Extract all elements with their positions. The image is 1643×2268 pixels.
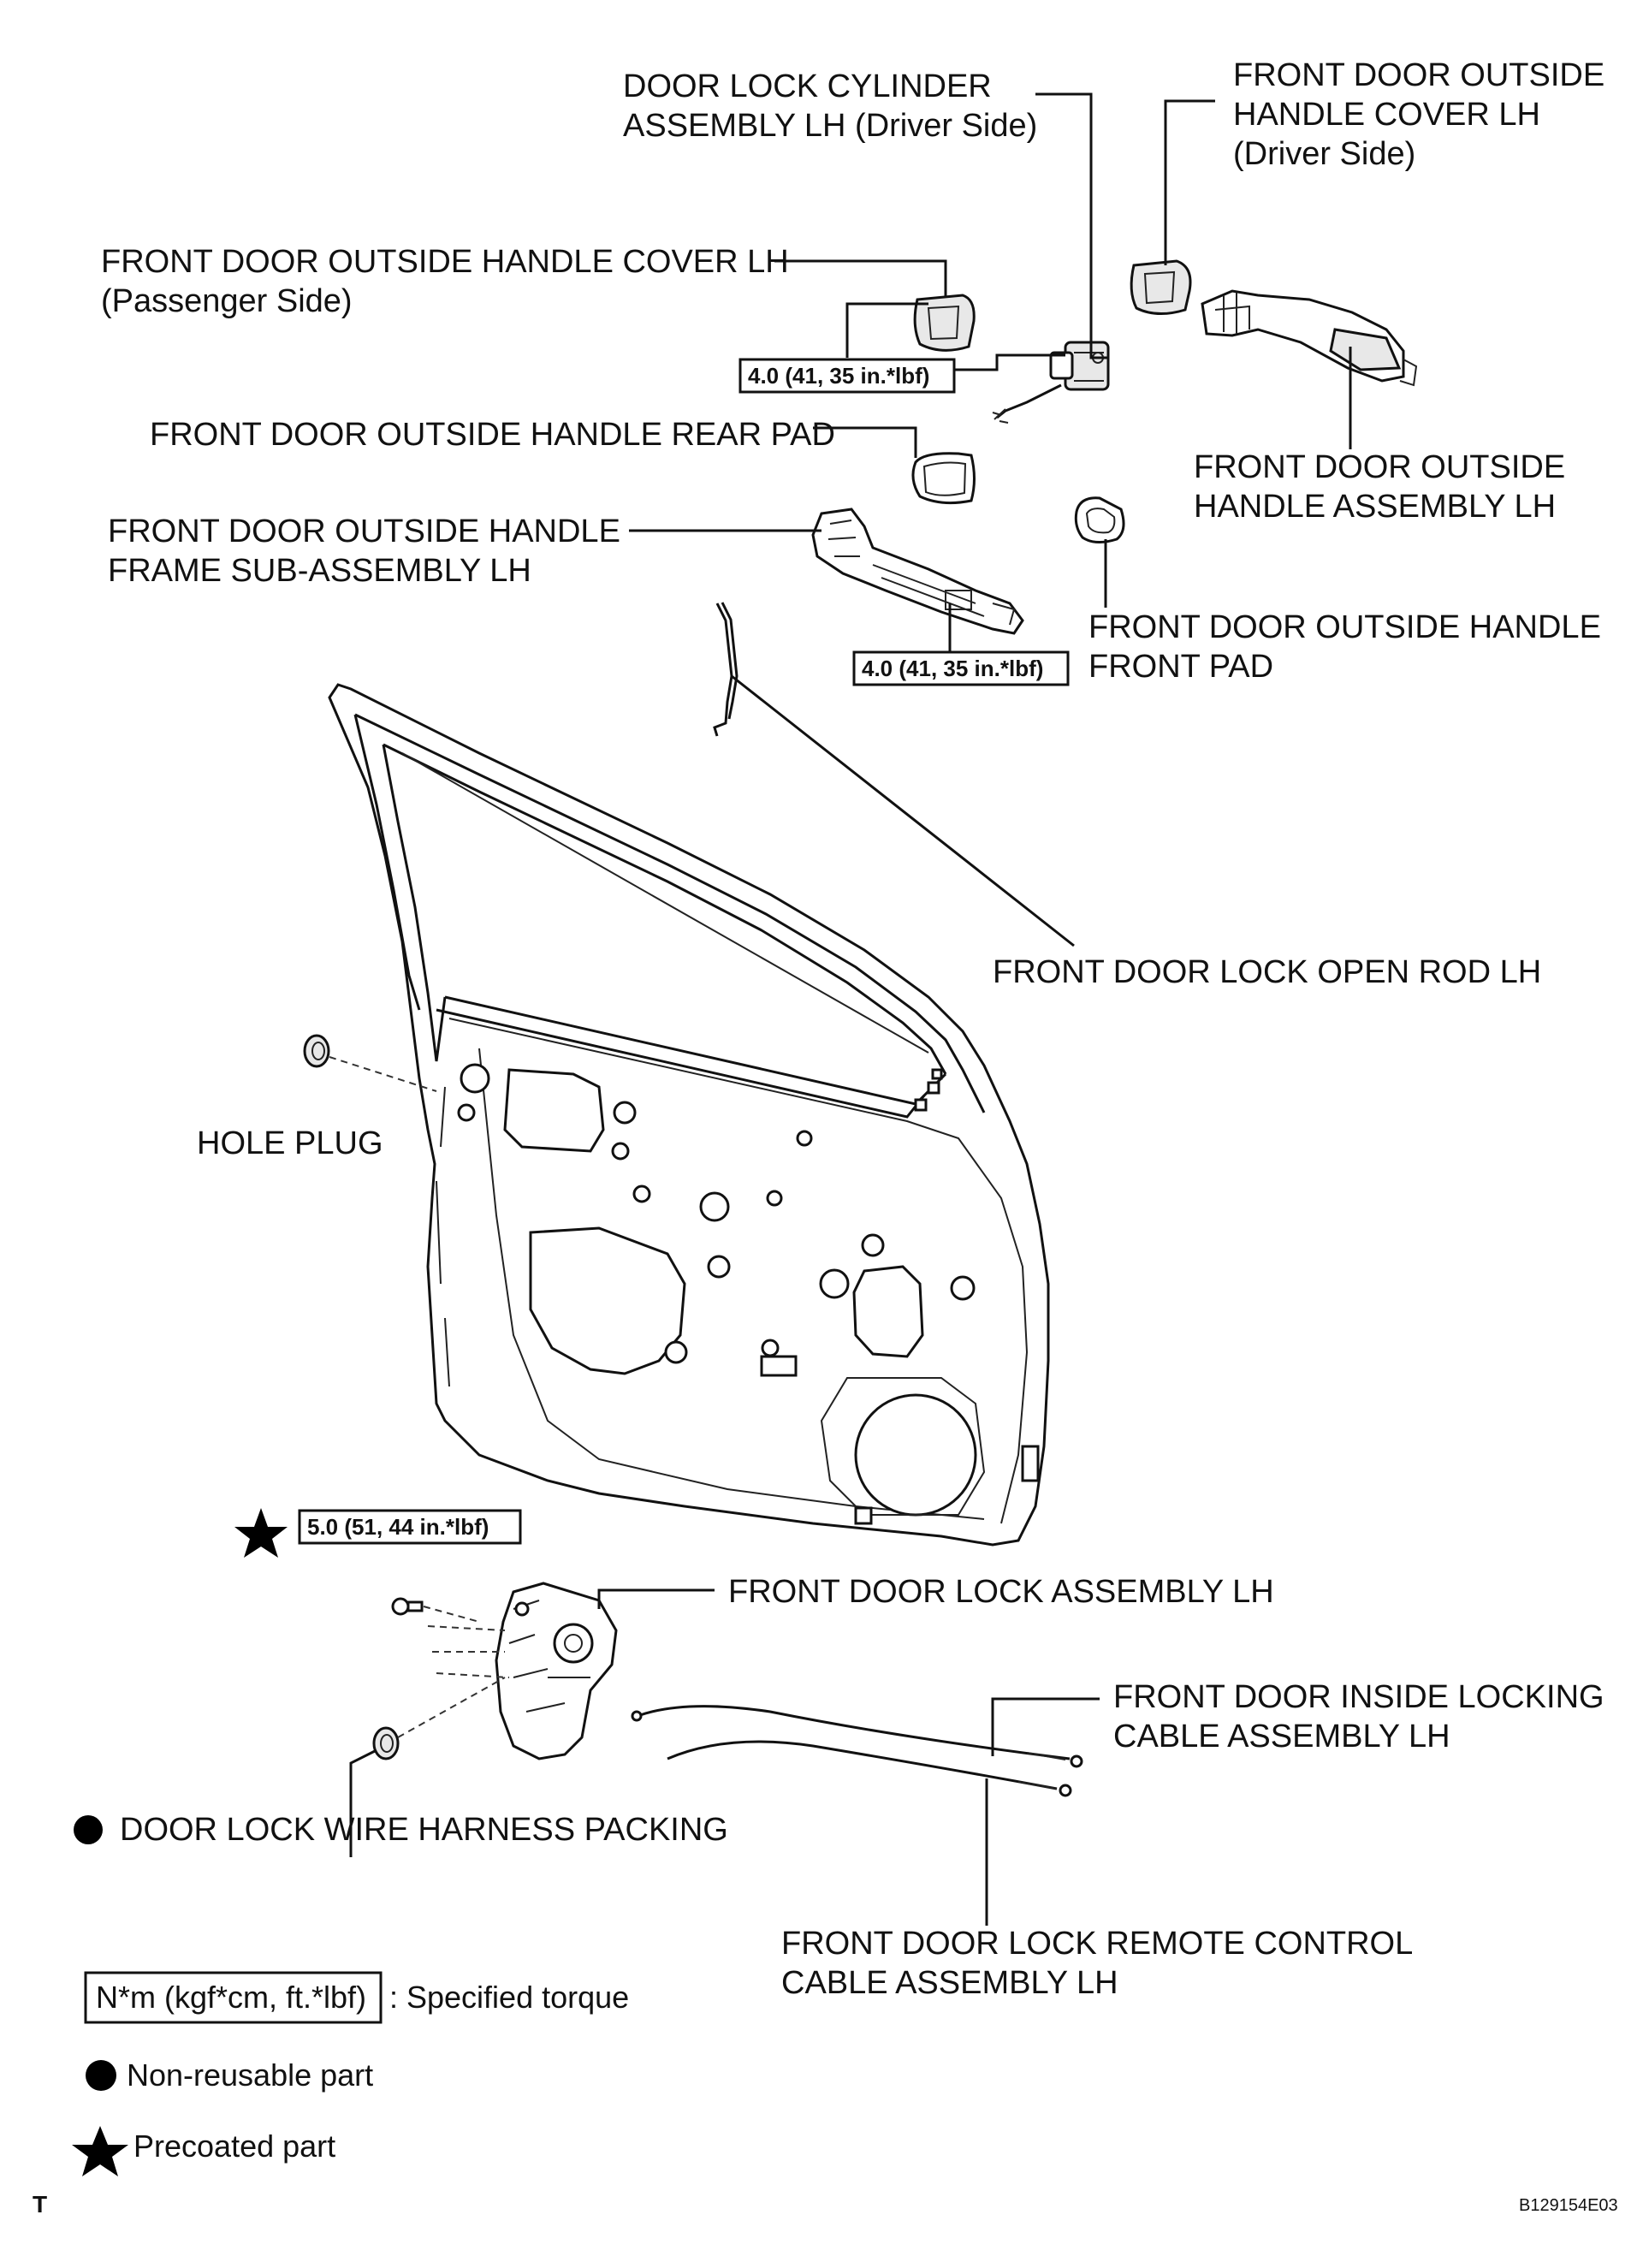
cables-part	[631, 1705, 1083, 1797]
label-rear-pad: FRONT DOOR OUTSIDE HANDLE REAR PAD	[150, 417, 835, 453]
outside-handle-assembly-part	[1201, 289, 1418, 387]
leader-open-rod	[731, 674, 1075, 947]
label-harness-packing: DOOR LOCK WIRE HARNESS PACKING	[120, 1812, 728, 1848]
lock-dashed-lines	[397, 1606, 510, 1738]
handle-cover-driver-part	[1130, 259, 1192, 315]
hole-plug-part	[303, 1034, 330, 1068]
label-handle-assembly: FRONT DOOR OUTSIDE HANDLE ASSEMBLY LH	[1194, 449, 1575, 525]
rear-pad-part	[911, 452, 976, 505]
label-handle-cover-driver: FRONT DOOR OUTSIDE HANDLE COVER LH (Driv…	[1233, 57, 1614, 172]
torque-box-frame: 4.0 (41, 35 in.*lbf)	[852, 650, 1070, 686]
label-lock-cylinder: DOOR LOCK CYLINDER ASSEMBLY LH (Driver S…	[623, 68, 1037, 144]
leader-cover-driver	[1164, 99, 1215, 265]
legend-nonreusable-text: Non-reusable part	[127, 2057, 373, 2093]
legend-torque-text: : Specified torque	[389, 1980, 629, 2015]
leader-cylinder-torque	[954, 353, 1065, 371]
legend: N*m (kgf*cm, ft.*lbf) : Specified torque…	[72, 1971, 629, 2176]
label-lock-assembly: FRONT DOOR LOCK ASSEMBLY LH	[728, 1574, 1274, 1610]
torque-box-cylinder: 4.0 (41, 35 in.*lbf)	[738, 358, 956, 394]
leader-packing	[349, 1748, 377, 1857]
front-pad-part	[1074, 496, 1125, 543]
corner-letter: T	[33, 2191, 47, 2218]
legend-torque-box-text: N*m (kgf*cm, ft.*lbf)	[96, 1980, 366, 2015]
label-inside-cable: FRONT DOOR INSIDE LOCKING CABLE ASSEMBLY…	[1113, 1679, 1613, 1754]
svg-text:4.0 (41, 35 in.*lbf): 4.0 (41, 35 in.*lbf)	[862, 656, 1043, 681]
leader-cylinder-torque-2	[845, 302, 928, 358]
harness-packing-part	[372, 1726, 400, 1760]
door-lock-assembly-part	[495, 1582, 618, 1760]
figure-id: B129154E03	[1519, 2196, 1618, 2215]
leader-inside-cable	[991, 1697, 1100, 1756]
label-handle-frame: FRONT DOOR OUTSIDE HANDLE FRAME SUB-ASSE…	[108, 514, 629, 589]
leader-rear-pad	[813, 426, 917, 458]
lock-screw-part	[391, 1597, 424, 1616]
legend-nonreusable-dot	[86, 2060, 116, 2091]
legend-torque-box	[84, 1971, 383, 2024]
legend-precoated-text: Precoated part	[133, 2128, 335, 2164]
label-front-pad: FRONT DOOR OUTSIDE HANDLE FRONT PAD	[1088, 609, 1610, 685]
svg-text:5.0 (51, 44 in.*lbf): 5.0 (51, 44 in.*lbf)	[307, 1514, 489, 1540]
label-hole-plug: HOLE PLUG	[197, 1125, 383, 1161]
precoated-star-lock	[234, 1508, 288, 1558]
open-rod-part	[713, 602, 738, 737]
torque-box-lock: 5.0 (51, 44 in.*lbf)	[298, 1509, 522, 1545]
svg-text:4.0 (41, 35 in.*lbf): 4.0 (41, 35 in.*lbf)	[748, 363, 929, 389]
nonreusable-dot-packing	[74, 1815, 103, 1844]
leader-lock-cylinder	[1035, 92, 1108, 359]
label-handle-cover-passenger: FRONT DOOR OUTSIDE HANDLE COVER LH (Pass…	[101, 244, 798, 319]
label-open-rod: FRONT DOOR LOCK OPEN ROD LH	[993, 954, 1541, 990]
hole-plug-dashed-line	[329, 1056, 437, 1092]
legend-precoated-star	[72, 2126, 128, 2176]
door-panel-part	[328, 683, 1050, 1547]
handle-cover-passenger-part	[913, 294, 976, 352]
leader-lock-assembly	[597, 1588, 715, 1609]
label-remote-cable: FRONT DOOR LOCK REMOTE CONTROL CABLE ASS…	[781, 1926, 1421, 2001]
handle-frame-part	[811, 508, 1024, 635]
leader-cover-passenger	[774, 259, 947, 298]
